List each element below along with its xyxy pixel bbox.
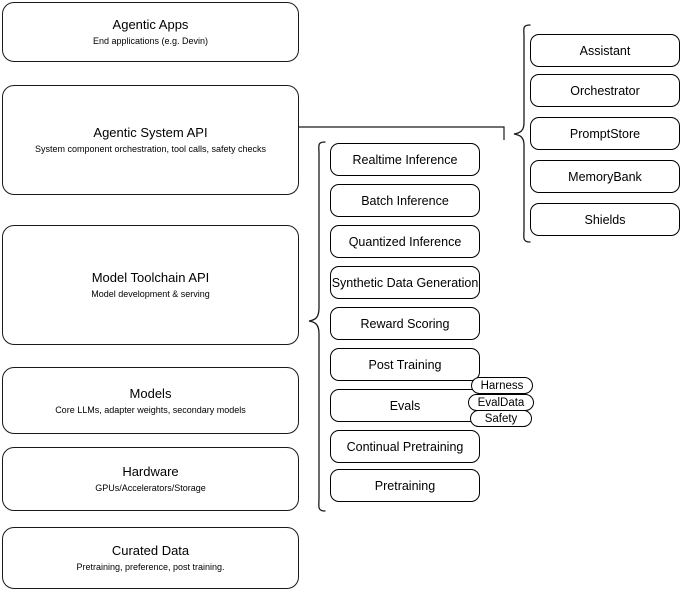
agentic-component-label: Assistant [579, 43, 631, 58]
capability-realtime-inference[interactable]: Realtime Inference [330, 143, 480, 176]
capability-continual-pretraining[interactable]: Continual Pretraining [330, 430, 480, 463]
layer-subtitle: End applications (e.g. Devin) [92, 36, 209, 46]
agentic-component-orchestrator[interactable]: Orchestrator [530, 74, 680, 107]
layer-title: Models [129, 385, 172, 401]
capability-label: Evals [389, 398, 421, 413]
agentic-component-assistant[interactable]: Assistant [530, 34, 680, 67]
layer-models[interactable]: Models Core LLMs, adapter weights, secon… [2, 367, 299, 434]
agentic-component-memorybank[interactable]: MemoryBank [530, 160, 680, 193]
capability-label: Reward Scoring [360, 316, 450, 331]
evals-badge-label: Safety [484, 412, 518, 425]
layer-agentic-apps[interactable]: Agentic Apps End applications (e.g. Devi… [2, 2, 299, 62]
capability-quantized-inference[interactable]: Quantized Inference [330, 225, 480, 258]
brace-agentic-components [508, 23, 536, 245]
layer-title: Agentic System API [93, 125, 208, 140]
capability-evals[interactable]: Evals [330, 389, 480, 422]
capability-pretraining[interactable]: Pretraining [330, 469, 480, 502]
capability-label: Realtime Inference [352, 152, 458, 167]
layer-title: Model Toolchain API [91, 270, 210, 285]
agentic-component-shields[interactable]: Shields [530, 203, 680, 236]
layer-model-toolchain-api[interactable]: Model Toolchain API Model development & … [2, 225, 299, 345]
layer-title: Agentic Apps [112, 17, 189, 32]
capability-label: Quantized Inference [348, 234, 462, 249]
agentic-component-label: Orchestrator [570, 83, 640, 98]
evals-badge-safety[interactable]: Safety [470, 410, 532, 427]
layer-curated-data[interactable]: Curated Data Pretraining, preference, po… [2, 527, 299, 589]
layer-agentic-system-api[interactable]: Agentic System API System component orch… [2, 85, 299, 195]
capability-post-training[interactable]: Post Training [330, 348, 480, 381]
agentic-component-label: MemoryBank [568, 169, 642, 184]
capability-label: Synthetic Data Generation [331, 275, 479, 290]
evals-badge-evaldata[interactable]: EvalData [468, 394, 534, 411]
layer-title: Curated Data [111, 543, 190, 558]
agentic-component-promptstore[interactable]: PromptStore [530, 117, 680, 150]
capability-label: Continual Pretraining [346, 439, 464, 454]
capability-batch-inference[interactable]: Batch Inference [330, 184, 480, 217]
layer-subtitle: Model development & serving [91, 289, 210, 299]
evals-badge-label: Harness [480, 379, 524, 392]
brace-model-toolchain [299, 140, 329, 515]
capability-label: Pretraining [374, 478, 436, 493]
evals-badge-harness[interactable]: Harness [471, 377, 533, 394]
connector-agentic-system-to-components [299, 120, 514, 140]
capability-label: Post Training [368, 357, 442, 372]
evals-badge-label: EvalData [477, 396, 525, 409]
agentic-component-label: PromptStore [569, 126, 641, 141]
layer-subtitle: Pretraining, preference, post training. [76, 562, 225, 572]
layer-title: Hardware [122, 464, 179, 479]
agentic-component-label: Shields [584, 212, 626, 227]
capability-label: Batch Inference [361, 193, 449, 208]
capability-reward-scoring[interactable]: Reward Scoring [330, 307, 480, 340]
capability-synthetic-data-generation[interactable]: Synthetic Data Generation [330, 266, 480, 299]
layer-subtitle: Core LLMs, adapter weights, secondary mo… [55, 404, 246, 415]
layer-subtitle: System component orchestration, tool cal… [34, 144, 267, 154]
layer-subtitle: GPUs/Accelerators/Storage [95, 483, 206, 493]
layer-hardware[interactable]: Hardware GPUs/Accelerators/Storage [2, 447, 299, 511]
